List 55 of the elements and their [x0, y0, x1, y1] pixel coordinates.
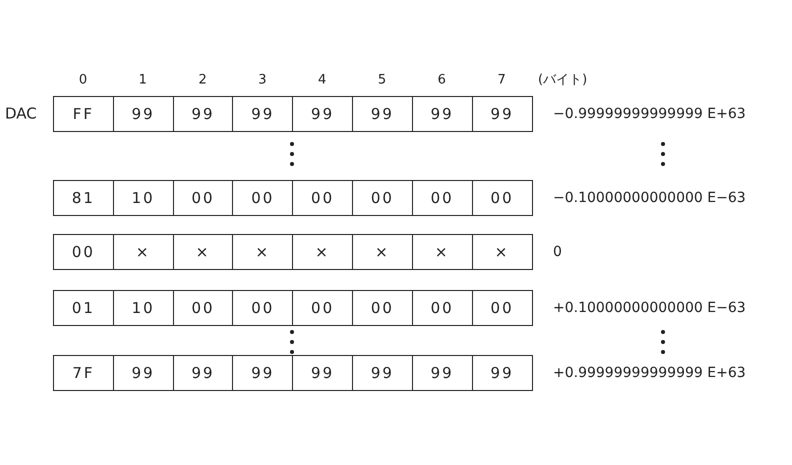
value-label: 0 — [553, 245, 562, 259]
byte-cell: 00 — [292, 290, 353, 326]
byte-cell: 00 — [292, 180, 353, 216]
byte-cell: 99 — [472, 355, 533, 391]
byte-cell: 00 — [472, 180, 533, 216]
byte-index: 7 — [497, 74, 506, 86]
byte-cell: × — [412, 234, 473, 270]
byte-cell: 99 — [412, 96, 473, 132]
byte-cell: 00 — [232, 290, 294, 326]
byte-cell: 7F — [53, 355, 114, 391]
byte-index: 2 — [198, 74, 207, 86]
byte-cell: 00 — [412, 180, 473, 216]
byte-cell: 00 — [352, 290, 413, 326]
byte-cell: 99 — [352, 355, 413, 391]
register-label: DAC — [5, 106, 37, 122]
value-label: −0.99999999999999 E+63 — [553, 107, 746, 121]
byte-cell: 99 — [412, 355, 473, 391]
byte-cell: 00 — [232, 180, 294, 216]
byte-cell: × — [352, 234, 413, 270]
byte-index: 6 — [438, 74, 446, 86]
byte-index: 0 — [78, 74, 88, 86]
byte-cell: 99 — [232, 96, 294, 132]
byte-cell: × — [292, 234, 353, 270]
value-label: −0.10000000000000 E−63 — [553, 191, 746, 205]
byte-cell: 99 — [172, 355, 234, 391]
byte-cell: 99 — [472, 96, 533, 132]
value-label: +0.10000000000000 E−63 — [553, 301, 746, 315]
byte-cell: × — [472, 234, 533, 270]
byte-cell: 00 — [172, 180, 234, 216]
byte-cell: 00 — [53, 234, 114, 270]
byte-cell: 00 — [472, 290, 533, 326]
byte-cell: 99 — [292, 355, 353, 391]
byte-index: 4 — [318, 74, 326, 86]
byte-cell: 99 — [112, 96, 174, 132]
byte-index: 1 — [138, 74, 147, 86]
byte-cell: 99 — [292, 96, 353, 132]
value-label: +0.99999999999999 E+63 — [553, 366, 746, 380]
byte-cell: 99 — [232, 355, 294, 391]
byte-cell: FF — [53, 96, 114, 132]
byte-cell: 99 — [112, 355, 174, 391]
byte-cell: 01 — [53, 290, 114, 326]
unit-label: (バイト) — [538, 74, 588, 86]
byte-cell: 00 — [412, 290, 473, 326]
byte-cell: 81 — [53, 180, 114, 216]
byte-cell: × — [112, 234, 174, 270]
byte-cell: 00 — [352, 180, 413, 216]
byte-cell: × — [232, 234, 294, 270]
byte-cell: 99 — [352, 96, 413, 132]
byte-cell: 10 — [112, 290, 174, 326]
byte-cell: 00 — [172, 290, 234, 326]
byte-cell: × — [172, 234, 234, 270]
byte-cell: 10 — [112, 180, 174, 216]
byte-cell: 99 — [172, 96, 234, 132]
byte-index: 3 — [258, 74, 267, 86]
byte-index: 5 — [378, 74, 386, 86]
